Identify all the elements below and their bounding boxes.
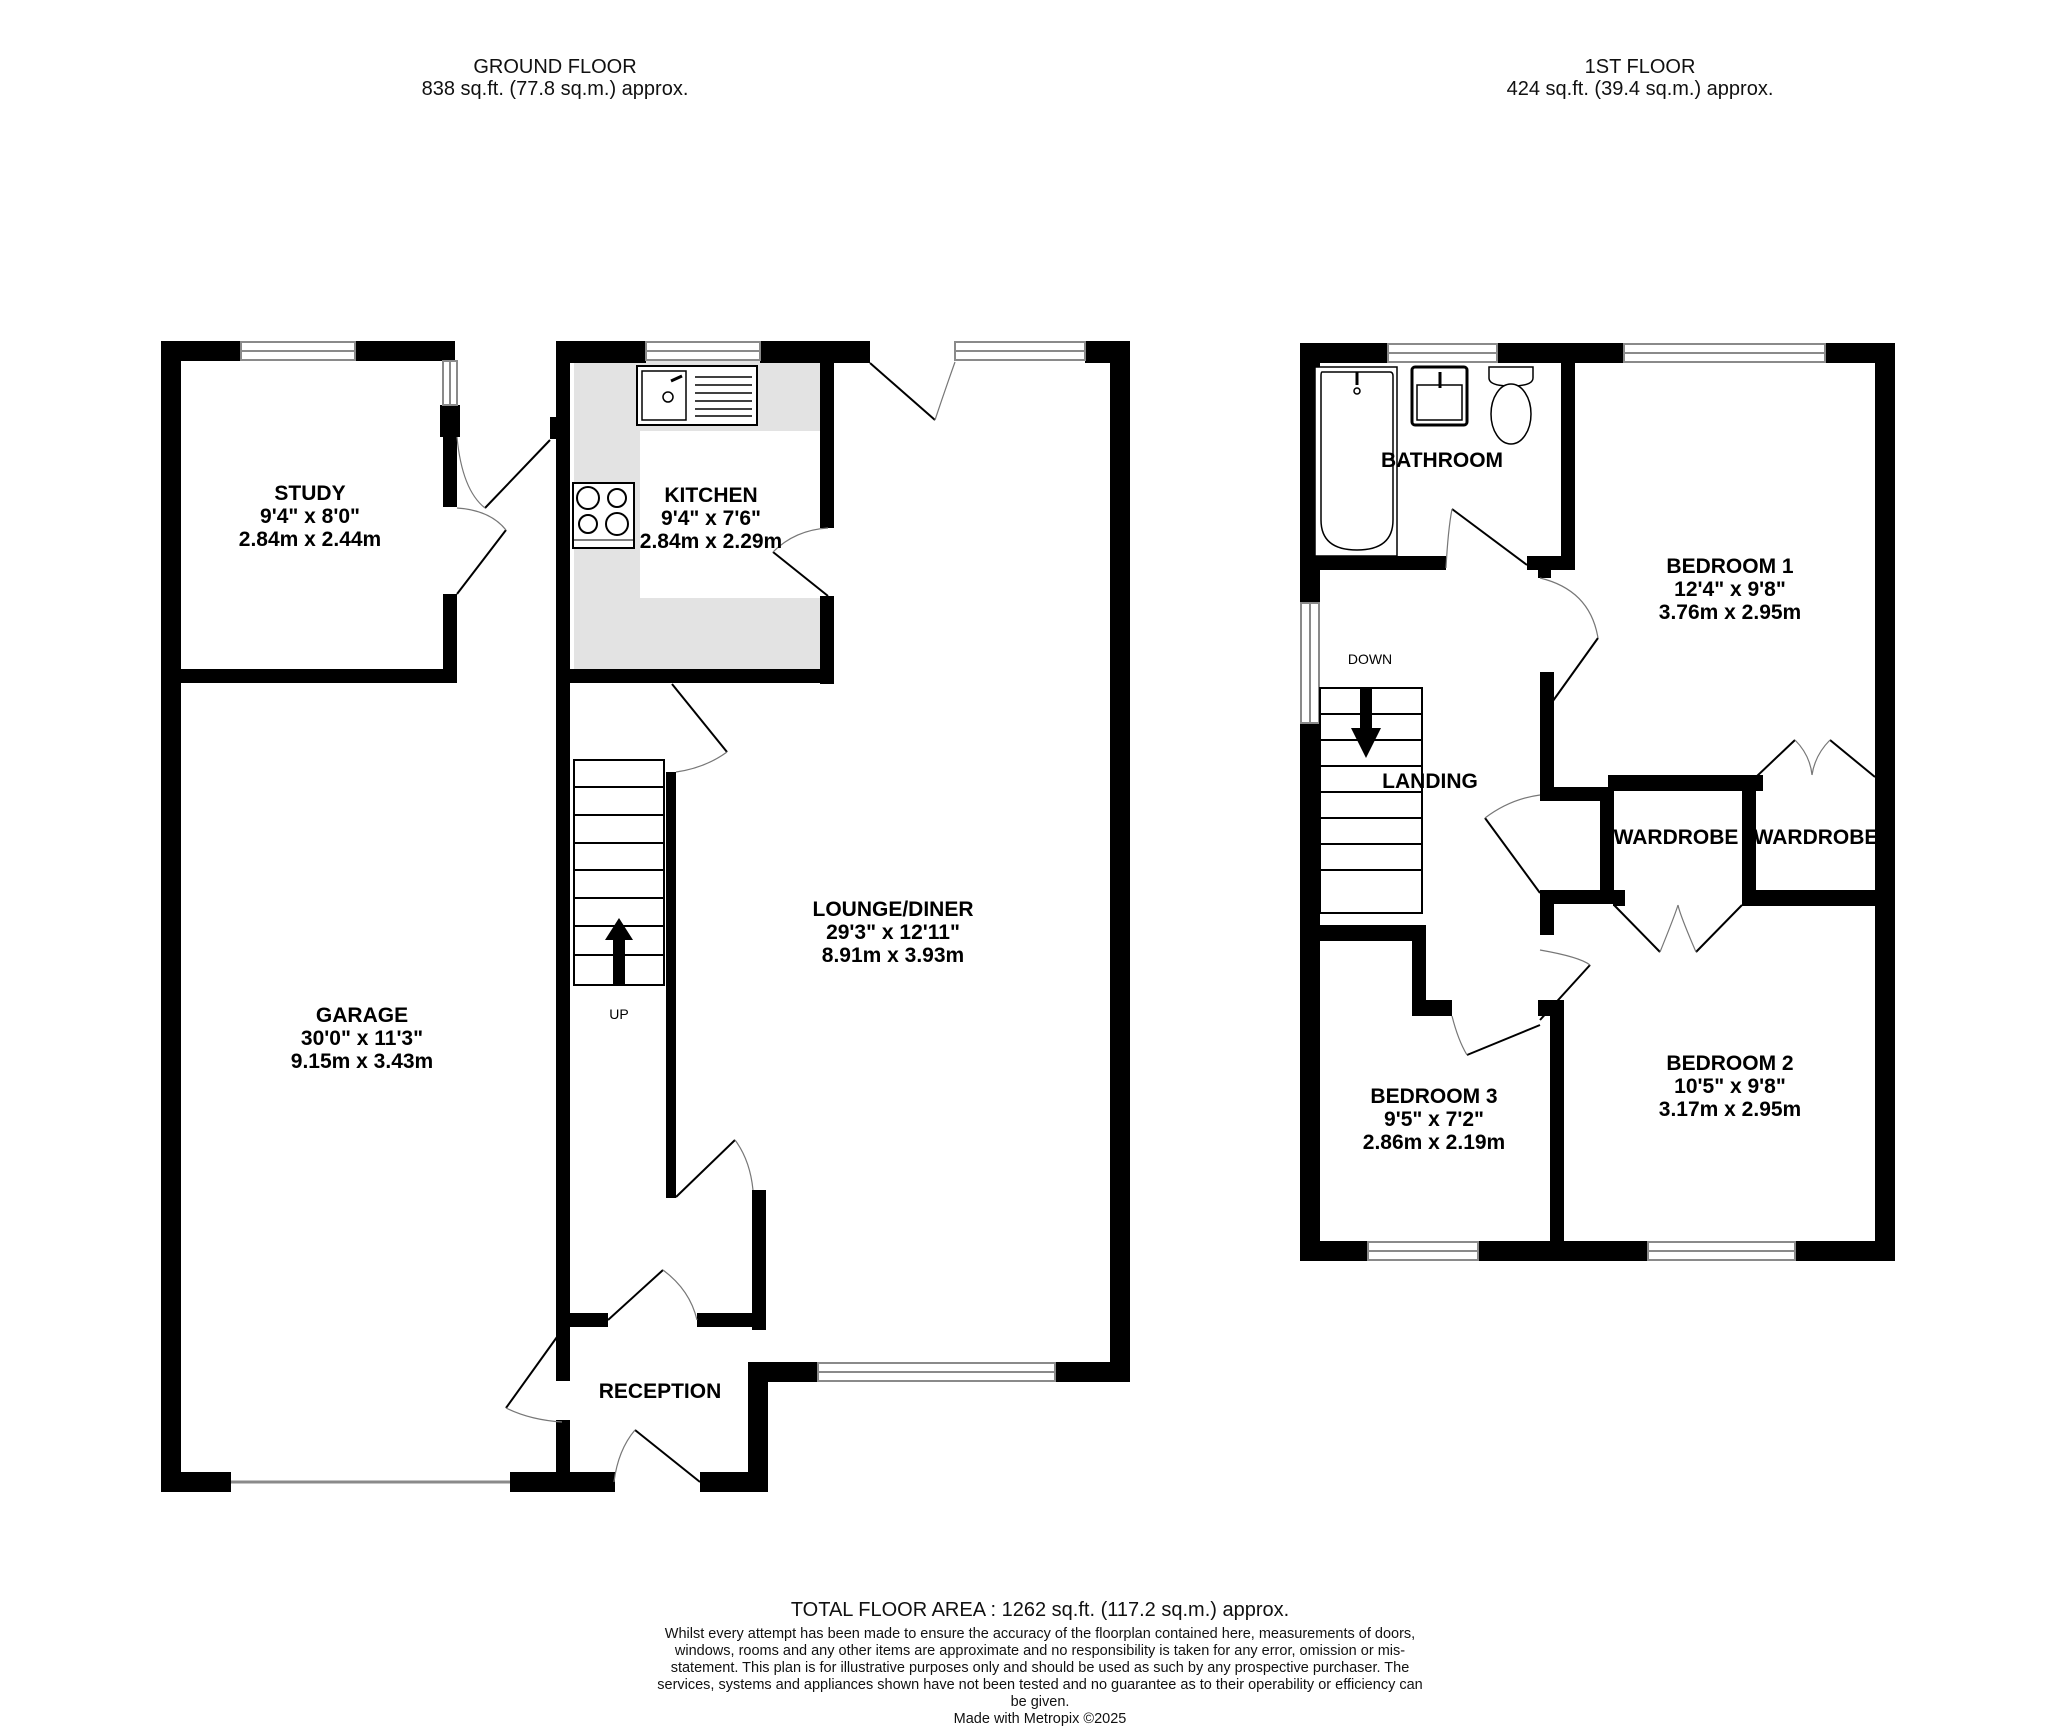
room-label-wardrobe-1: WARDROBE bbox=[1613, 826, 1739, 849]
disclaimer: Whilst every attempt has been made to en… bbox=[657, 1626, 1423, 1710]
ground-floor-plan bbox=[161, 341, 1130, 1492]
ground-floor-windows bbox=[231, 341, 1086, 1484]
first-floor-windows bbox=[1300, 343, 1826, 1261]
room-label-kitchen: KITCHEN 9'4" x 7'6" 2.84m x 2.29m bbox=[639, 484, 783, 553]
room-label-study: STUDY 9'4" x 8'0" 2.84m x 2.44m bbox=[238, 482, 382, 551]
bath-icon bbox=[1314, 366, 1398, 557]
first-floor-title: 1ST FLOOR bbox=[1584, 56, 1696, 78]
washbasin-icon bbox=[1410, 365, 1469, 427]
room-label-bedroom-1: BEDROOM 1 12'4" x 9'8" 3.76m x 2.95m bbox=[1658, 555, 1802, 624]
first-floor-doors bbox=[1445, 508, 1876, 1056]
made-with-credit: Made with Metropix ©2025 bbox=[953, 1711, 1127, 1727]
footer: TOTAL FLOOR AREA : 1262 sq.ft. (117.2 sq… bbox=[650, 1598, 1430, 1728]
stairs-up-label: UP bbox=[609, 1006, 629, 1022]
sink-icon bbox=[636, 365, 758, 426]
ground-floor-walls bbox=[161, 341, 1130, 1492]
stairs-down bbox=[1319, 687, 1423, 914]
first-floor-area: 424 sq.ft. (39.4 sq.m.) approx. bbox=[1506, 78, 1774, 100]
stairs-down-label: DOWN bbox=[1347, 651, 1393, 667]
hob-icon bbox=[572, 482, 635, 549]
stairs-up-arrow-icon bbox=[605, 918, 633, 985]
ground-floor-title: GROUND FLOOR bbox=[473, 56, 637, 78]
stairs-down-arrow-icon bbox=[1351, 688, 1381, 758]
ground-floor-doors bbox=[456, 361, 956, 1483]
toilet-icon bbox=[1488, 366, 1534, 445]
room-label-lounge-diner: LOUNGE/DINER 29'3" x 12'11" 8.91m x 3.93… bbox=[812, 898, 974, 967]
total-floor-area: TOTAL FLOOR AREA : 1262 sq.ft. (117.2 sq… bbox=[790, 1599, 1290, 1621]
first-floor-header: 1ST FLOOR 424 sq.ft. (39.4 sq.m.) approx… bbox=[1480, 56, 1800, 100]
ground-floor-header: GROUND FLOOR 838 sq.ft. (77.8 sq.m.) app… bbox=[390, 56, 720, 100]
room-label-bathroom: BATHROOM bbox=[1380, 449, 1504, 472]
room-label-wardrobe-2: WARDROBE bbox=[1753, 826, 1879, 849]
room-label-landing: LANDING bbox=[1382, 770, 1478, 793]
ground-floor-area: 838 sq.ft. (77.8 sq.m.) approx. bbox=[421, 78, 689, 100]
room-label-bedroom-2: BEDROOM 2 10'5" x 9'8" 3.17m x 2.95m bbox=[1658, 1052, 1802, 1121]
first-floor-walls bbox=[1300, 343, 1895, 1261]
room-label-bedroom-3: BEDROOM 3 9'5" x 7'2" 2.86m x 2.19m bbox=[1362, 1085, 1506, 1154]
room-label-reception: RECEPTION bbox=[598, 1380, 722, 1403]
room-label-garage: GARAGE 30'0" x 11'3" 9.15m x 3.43m bbox=[290, 1004, 434, 1073]
first-floor-plan bbox=[1300, 343, 1895, 1261]
